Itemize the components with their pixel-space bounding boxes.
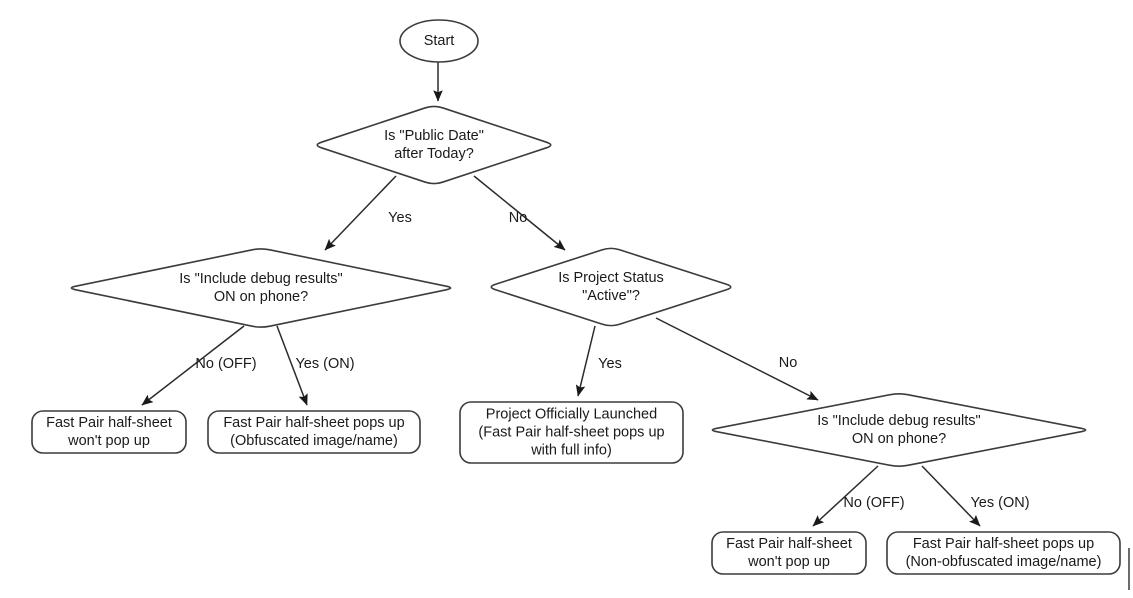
- connectors-layer: [141, 62, 981, 527]
- edge-label-debug-left-yes-on: Yes (ON): [295, 356, 354, 372]
- edge-label-public-date-no: No: [509, 210, 528, 226]
- node-debug-results-decision-right[interactable]: Is "Include debug results" ON on phone?: [711, 393, 1087, 467]
- edge-debug-left-no-off: [141, 325, 245, 406]
- edge-public-date-no: [473, 175, 566, 251]
- node-halfsheet-non-obfuscated[interactable]: Fast Pair half-sheet pops up (Non-obfusca…: [886, 531, 1121, 575]
- node-project-status-decision-text-line-1: Is Project Status: [558, 270, 664, 286]
- node-halfsheet-obfuscated-text-line-1: Fast Pair half-sheet pops up: [223, 415, 404, 431]
- node-halfsheet-wont-pop-right-rect: [711, 531, 867, 575]
- node-start-ellipse: [399, 19, 479, 63]
- node-halfsheet-non-obfuscated-text-line-1: Fast Pair half-sheet pops up: [913, 536, 1094, 552]
- nodes-layer: Start Is "Public Date" after Today? Is "Inc…: [31, 19, 1121, 575]
- node-debug-results-decision-right-diamond: [711, 393, 1087, 467]
- node-debug-results-decision-right-text-line-1: Is "Include debug results": [817, 413, 980, 429]
- edge-label-public-date-yes: Yes: [388, 210, 412, 226]
- edge-label-project-status-yes: Yes: [598, 356, 622, 372]
- edge-debug-right-yes-on: [921, 465, 981, 527]
- node-halfsheet-wont-pop-right[interactable]: Fast Pair half-sheet won't pop up: [711, 531, 867, 575]
- node-debug-results-decision-left-text-line-2: ON on phone?: [214, 289, 308, 305]
- edge-label-debug-right-yes-on: Yes (ON): [970, 495, 1029, 511]
- node-halfsheet-obfuscated-rect: [207, 410, 421, 454]
- node-project-launched-rect: [459, 401, 684, 464]
- node-halfsheet-obfuscated-text-line-2: (Obfuscated image/name): [230, 433, 398, 449]
- node-project-status-decision[interactable]: Is Project Status "Active"?: [490, 247, 732, 327]
- node-project-launched[interactable]: Project Officially Launched (Fast Pair ha…: [459, 401, 684, 464]
- edge-project-status-yes: [575, 325, 596, 397]
- node-start-text-line-1: Start: [424, 33, 455, 49]
- edge-label-debug-left-no-off: No (OFF): [195, 356, 256, 372]
- edge-label-project-status-no: No: [779, 355, 798, 371]
- node-public-date-decision-text-line-1: Is "Public Date": [384, 128, 484, 144]
- edge-project-status-no: [655, 317, 819, 401]
- node-halfsheet-non-obfuscated-text-line-2: (Non-obfuscated image/name): [906, 554, 1102, 570]
- node-halfsheet-obfuscated[interactable]: Fast Pair half-sheet pops up (Obfuscated …: [207, 410, 421, 454]
- node-project-launched-text-line-2: (Fast Pair half-sheet pops up: [478, 424, 664, 440]
- node-debug-results-decision-right-text-line-2: ON on phone?: [852, 431, 946, 447]
- edge-public-date-yes: [324, 175, 397, 251]
- node-debug-results-decision-left[interactable]: Is "Include debug results" ON on phone?: [70, 248, 452, 328]
- edge-label-debug-right-no-off: No (OFF): [843, 495, 904, 511]
- node-debug-results-decision-left-text-line-1: Is "Include debug results": [179, 271, 342, 287]
- node-project-status-decision-diamond: [490, 247, 732, 327]
- edge-debug-left-yes-on: [276, 325, 308, 406]
- node-project-status-decision-text-line-2: "Active"?: [582, 288, 640, 304]
- node-public-date-decision-diamond: [316, 105, 552, 185]
- node-halfsheet-wont-pop-left-text-line-2: won't pop up: [67, 433, 150, 449]
- node-debug-results-decision-left-diamond: [70, 248, 452, 328]
- node-project-launched-text-line-3: with full info): [530, 442, 612, 458]
- node-halfsheet-wont-pop-right-text-line-1: Fast Pair half-sheet: [726, 536, 852, 552]
- node-start[interactable]: Start: [399, 19, 479, 63]
- node-halfsheet-wont-pop-left-text-line-1: Fast Pair half-sheet: [46, 415, 172, 431]
- node-halfsheet-non-obfuscated-rect: [886, 531, 1121, 575]
- node-public-date-decision-text-line-2: after Today?: [394, 146, 474, 162]
- edge-debug-right-no-off: [812, 465, 879, 527]
- node-public-date-decision[interactable]: Is "Public Date" after Today?: [316, 105, 552, 185]
- node-halfsheet-wont-pop-left-rect: [31, 410, 187, 454]
- node-halfsheet-wont-pop-right-text-line-2: won't pop up: [747, 554, 830, 570]
- node-project-launched-text-line-1: Project Officially Launched: [486, 406, 657, 422]
- node-halfsheet-wont-pop-left[interactable]: Fast Pair half-sheet won't pop up: [31, 410, 187, 454]
